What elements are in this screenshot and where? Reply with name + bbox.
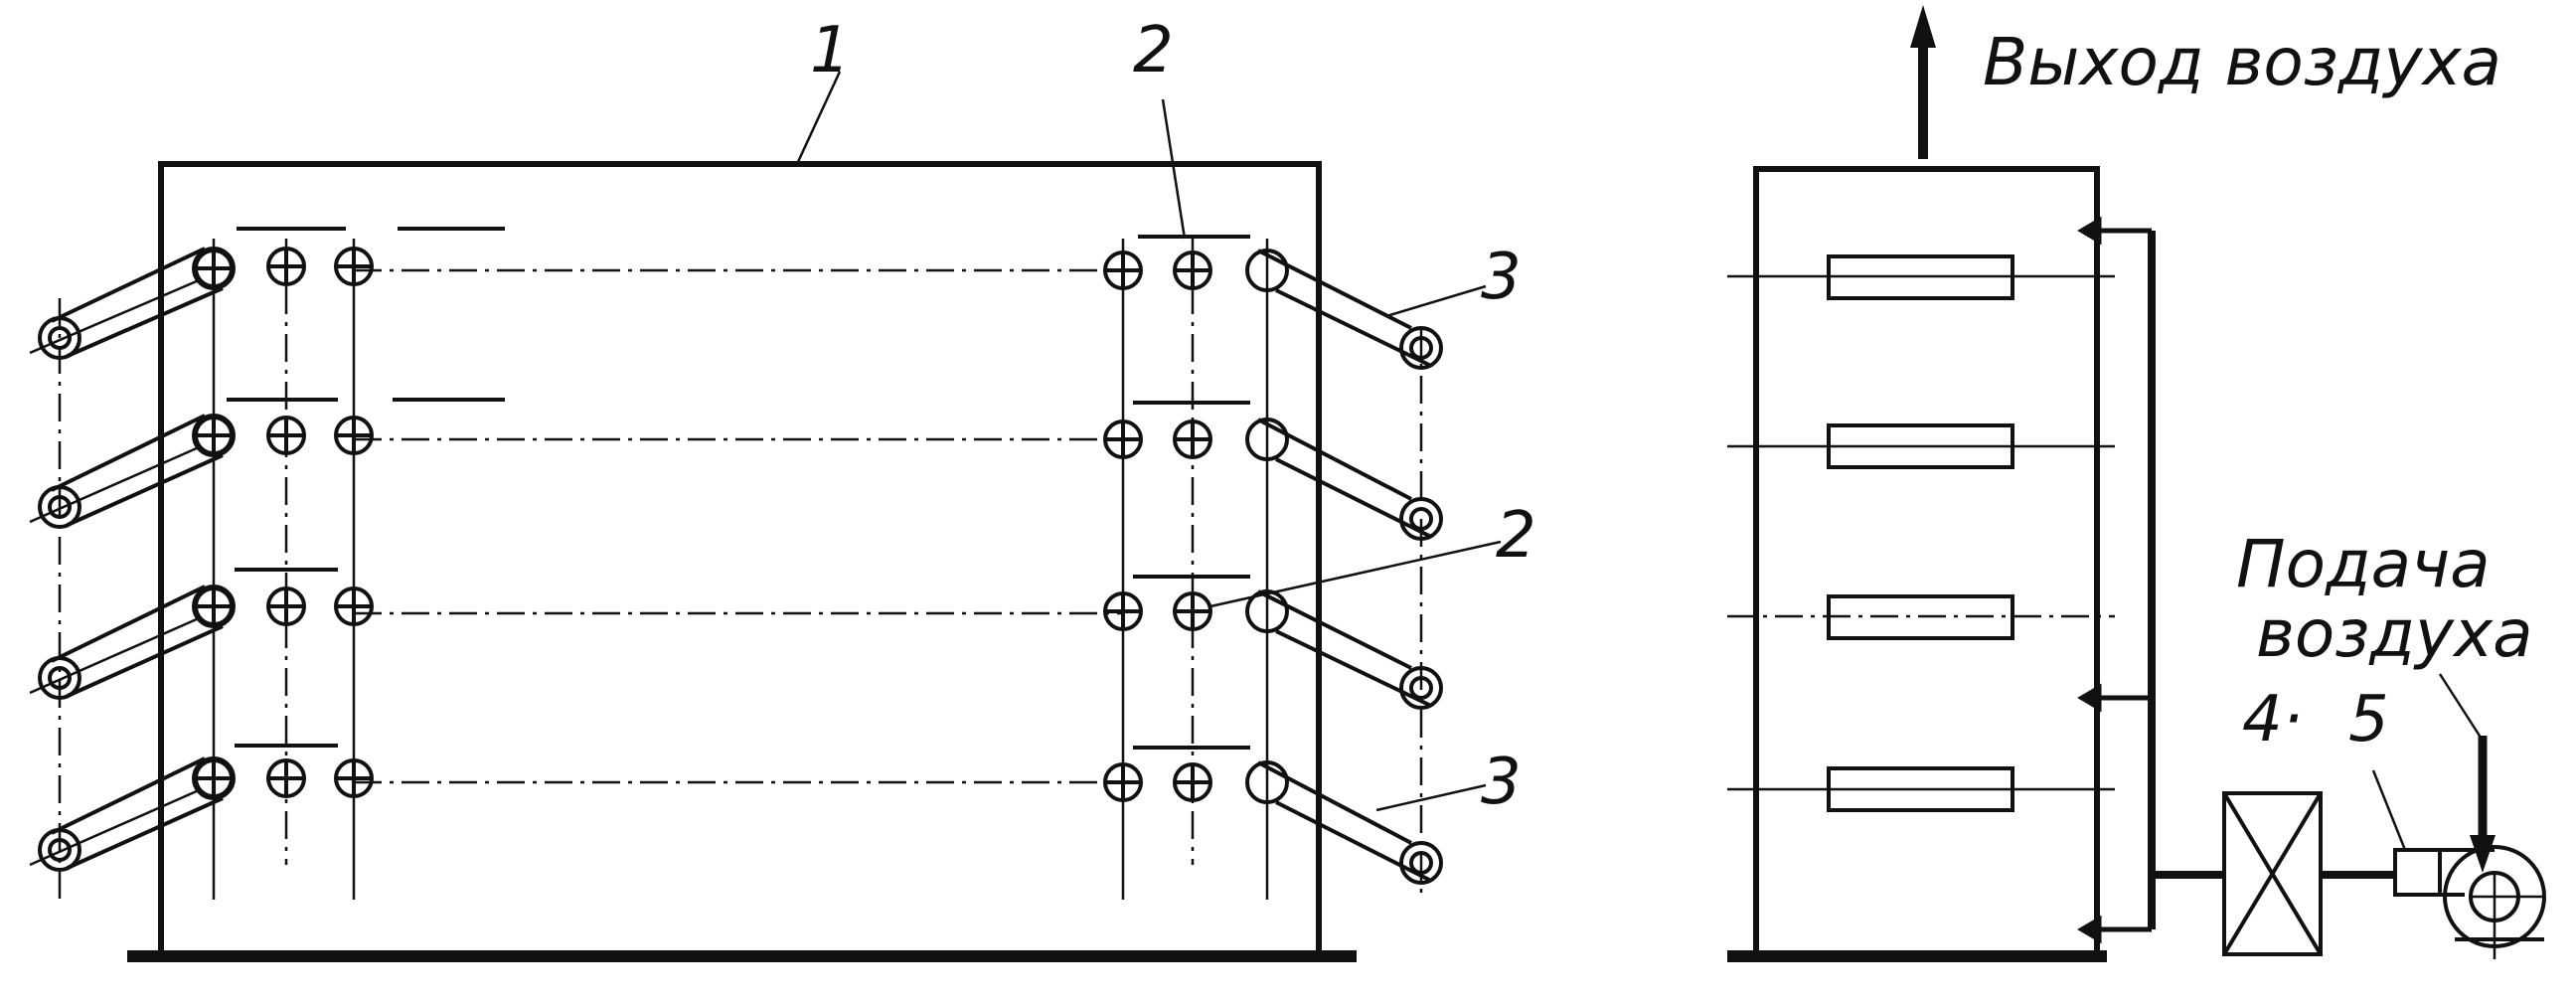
shelf-axes [1727, 274, 2115, 791]
label-part-5: 5 [2348, 683, 2389, 756]
leader-lines [795, 71, 1502, 812]
chamber-body [158, 161, 1322, 959]
rollers-right [1103, 251, 1212, 802]
side-chamber [1753, 166, 2100, 957]
right-view: Выход воздуха 4· [1727, 5, 2546, 962]
shaft-lines [354, 268, 1123, 784]
baffles [227, 227, 1250, 750]
label-part-3-bottom: 3 [1481, 746, 1522, 819]
inclined-rolls-left [29, 247, 236, 872]
air-duct [2148, 231, 2395, 929]
label-part-4: 4· [2242, 683, 2303, 756]
fan-5 [2393, 845, 2546, 959]
label-air-in-2: воздуха [2256, 595, 2533, 672]
air-in-arrow [2438, 673, 2496, 873]
label-air-in-1: Подача [2236, 526, 2491, 602]
label-air-out: Выход воздуха [1983, 24, 2501, 100]
inclined-rolls-right [1245, 249, 1443, 885]
label-part-2-mid: 2 [1496, 499, 1536, 573]
shelves [1827, 254, 2014, 812]
label-part-3-top: 3 [1481, 241, 1522, 314]
rollers-left [194, 247, 374, 798]
heater-4 [2222, 791, 2323, 956]
left-view: 1 2 2 3 3 [29, 14, 1536, 962]
duct-arrows [2077, 216, 2152, 944]
leader-part-5 [2371, 769, 2407, 851]
label-part-2-top: 2 [1133, 14, 1174, 87]
label-part-1: 1 [810, 14, 851, 87]
air-out-arrow [1910, 5, 1936, 159]
